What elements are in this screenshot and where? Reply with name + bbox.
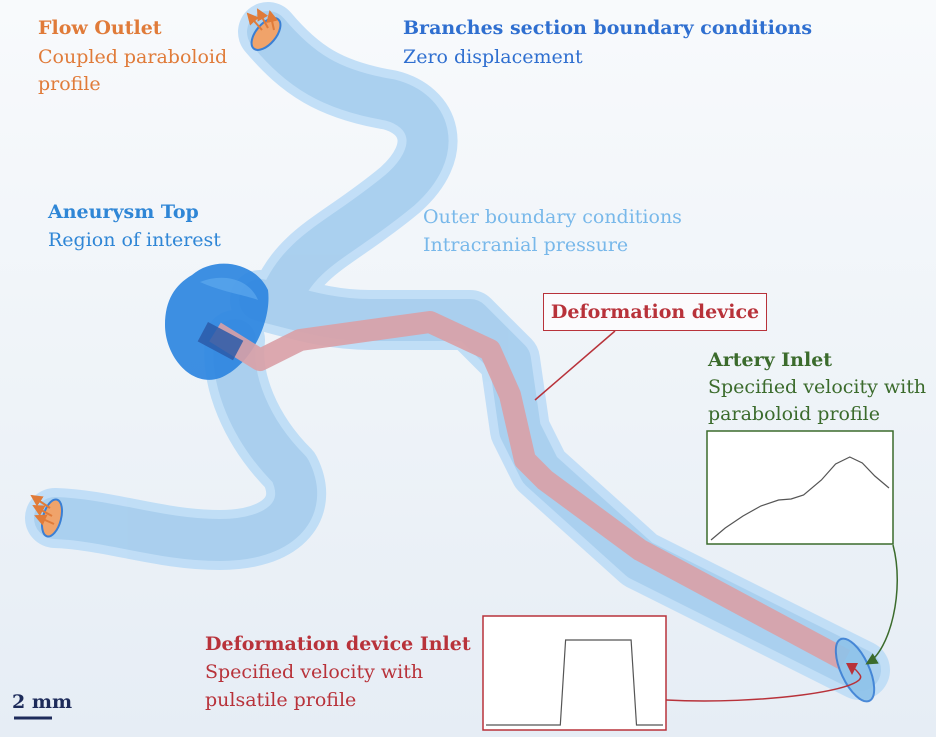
outer-line1: Intracranial pressure — [423, 234, 629, 256]
aneurysm-line1: Region of interest — [48, 229, 221, 251]
deformation-device-label: Deformation device — [543, 293, 767, 331]
pulsatile-profile-curve — [486, 639, 663, 726]
branches-title: Branches section boundary conditions — [403, 17, 813, 39]
flow-outlet-line2: profile — [38, 73, 101, 95]
device-label-leader — [534, 330, 616, 401]
flow-outlet-line1: Coupled paraboloid — [38, 46, 228, 68]
artery-inlet-line2: paraboloid profile — [708, 403, 880, 425]
device-tip — [197, 322, 244, 361]
artery-inlet-profile-box — [706, 430, 894, 545]
outflow-arrows-upper — [246, 8, 279, 31]
artery-inlet-title: Artery Inlet — [708, 349, 833, 371]
device-inlet-title: Deformation device Inlet — [205, 633, 471, 655]
device-inlet-profile-box — [482, 615, 667, 731]
paraboloid-profile-curve — [710, 456, 890, 541]
aneurysm-title: Aneurysm Top — [48, 201, 199, 223]
outflow-arrows-lower — [30, 494, 55, 526]
scale-bar-label: 2 mm — [12, 691, 73, 713]
branches-line1: Zero displacement — [403, 46, 583, 68]
aneurysm-dome-highlight — [200, 277, 258, 300]
flow-outlet-title: Flow Outlet — [38, 17, 162, 39]
device-inlet-arrow — [665, 662, 862, 702]
deformation-device — [209, 311, 851, 670]
device-inlet-line2: pulsatile profile — [205, 689, 357, 711]
artery-inlet-arrow — [865, 544, 898, 665]
artery-inlet-line1: Specified velocity with — [708, 376, 927, 398]
outer-title: Outer boundary conditions — [423, 206, 682, 228]
device-inlet-line1: Specified velocity with — [205, 661, 424, 683]
